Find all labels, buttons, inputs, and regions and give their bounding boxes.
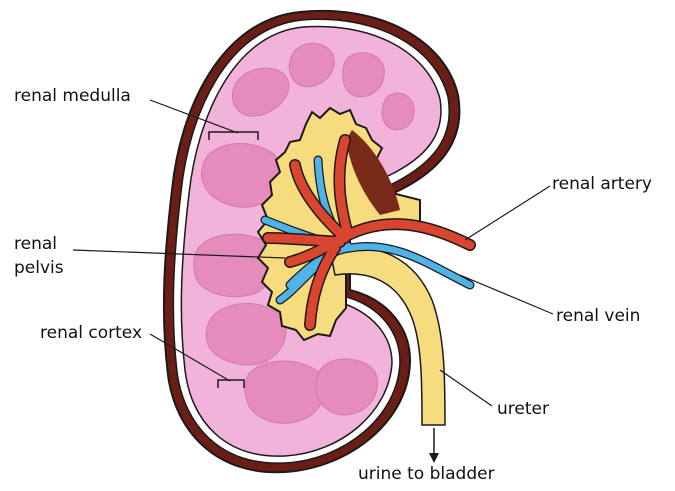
label-renal-artery: renal artery — [552, 173, 652, 195]
leader-renal-vein — [460, 275, 553, 314]
label-urine-to-bladder: urine to bladder — [358, 463, 495, 485]
label-renal-cortex: renal cortex — [40, 322, 142, 344]
leader-renal-artery — [465, 186, 550, 240]
pyramid-7 — [206, 304, 286, 365]
label-renal-pelvis-line2: pelvis — [14, 257, 64, 279]
urine-flow-arrowhead — [429, 453, 439, 463]
label-renal-pelvis-line1: renal — [14, 233, 57, 255]
pyramid-8 — [245, 361, 324, 423]
label-renal-medulla: renal medulla — [14, 85, 131, 107]
label-renal-vein: renal vein — [556, 305, 640, 327]
leader-ureter — [440, 370, 492, 406]
pyramid-4 — [382, 93, 414, 130]
pyramid-6 — [194, 234, 275, 297]
label-ureter: ureter — [497, 398, 549, 420]
